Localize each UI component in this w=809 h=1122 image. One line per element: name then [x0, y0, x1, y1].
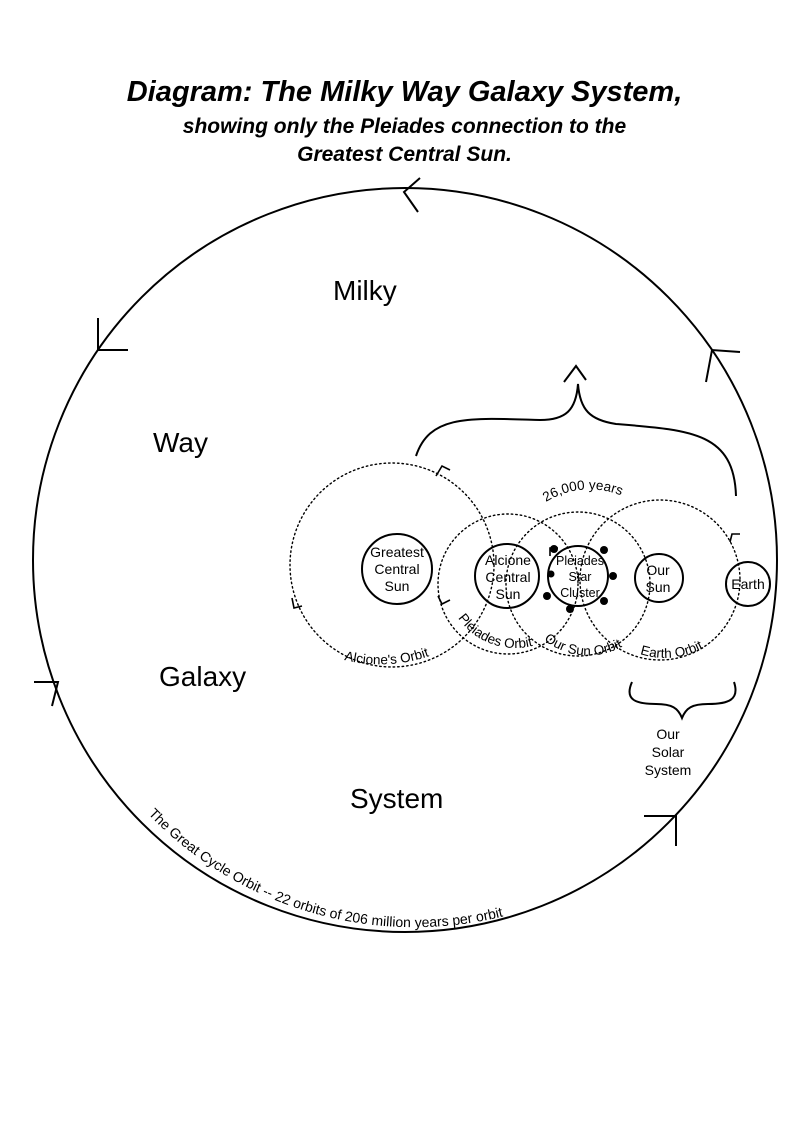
pleiades-stars [543, 545, 617, 613]
our-sun-orbit [505, 511, 651, 657]
earth-orbit [579, 499, 741, 661]
earth-label: Earth [731, 576, 764, 592]
years-26000-label: 26,000 years [540, 477, 625, 504]
solar-system-brace [628, 681, 737, 721]
our-sun [634, 553, 684, 603]
alcione-label-2: Central [485, 569, 530, 585]
top-brace [415, 383, 737, 497]
alcione-orbit-label: Alcione's Orbit [343, 645, 430, 668]
pleiades-orbit [437, 513, 579, 655]
greatest-label-3: Sun [385, 578, 410, 594]
earth-orbit-label: Earth Orbit [639, 637, 705, 661]
our-sun-orbit-label: Our Sun Orbit [542, 630, 624, 658]
alcione-label-1: Alcione [485, 552, 531, 568]
word-way: Way [153, 427, 208, 458]
pleiades-star-cluster [547, 545, 609, 607]
pleiades-label-3: Cluster [560, 586, 600, 600]
greatest-label-1: Greatest [370, 544, 424, 560]
earth [725, 561, 771, 607]
solar-system-label-2: Solar [652, 744, 685, 760]
great-cycle-label: The Great Cycle Orbit -- 22 orbits of 20… [146, 805, 504, 930]
alcione-central-sun [474, 543, 540, 609]
greatest-label-2: Central [374, 561, 419, 577]
word-milky: Milky [333, 275, 397, 306]
great-cycle-orbit [32, 187, 778, 933]
alcione-orbit [289, 462, 495, 668]
orbit-direction-arrows [34, 177, 741, 846]
greatest-central-sun [361, 533, 433, 605]
diagram-subtitle-line2: Greatest Central Sun. [297, 143, 512, 166]
pleiades-orbit-label: Pleiades Orbit [455, 611, 533, 652]
diagram-title: Diagram: The Milky Way Galaxy System, [126, 76, 683, 108]
pleiades-label-2: Star [569, 570, 592, 584]
word-system: System [350, 783, 443, 814]
our-sun-label-2: Sun [646, 579, 671, 595]
word-galaxy: Galaxy [159, 661, 246, 692]
diagram-subtitle-line1: showing only the Pleiades connection to … [182, 115, 627, 138]
our-sun-label-1: Our [646, 562, 670, 578]
solar-system-label-1: Our [656, 726, 680, 742]
alcione-label-3: Sun [496, 586, 521, 602]
solar-system-label-3: System [645, 762, 692, 778]
pleiades-label-1: Pleiades [556, 554, 604, 568]
